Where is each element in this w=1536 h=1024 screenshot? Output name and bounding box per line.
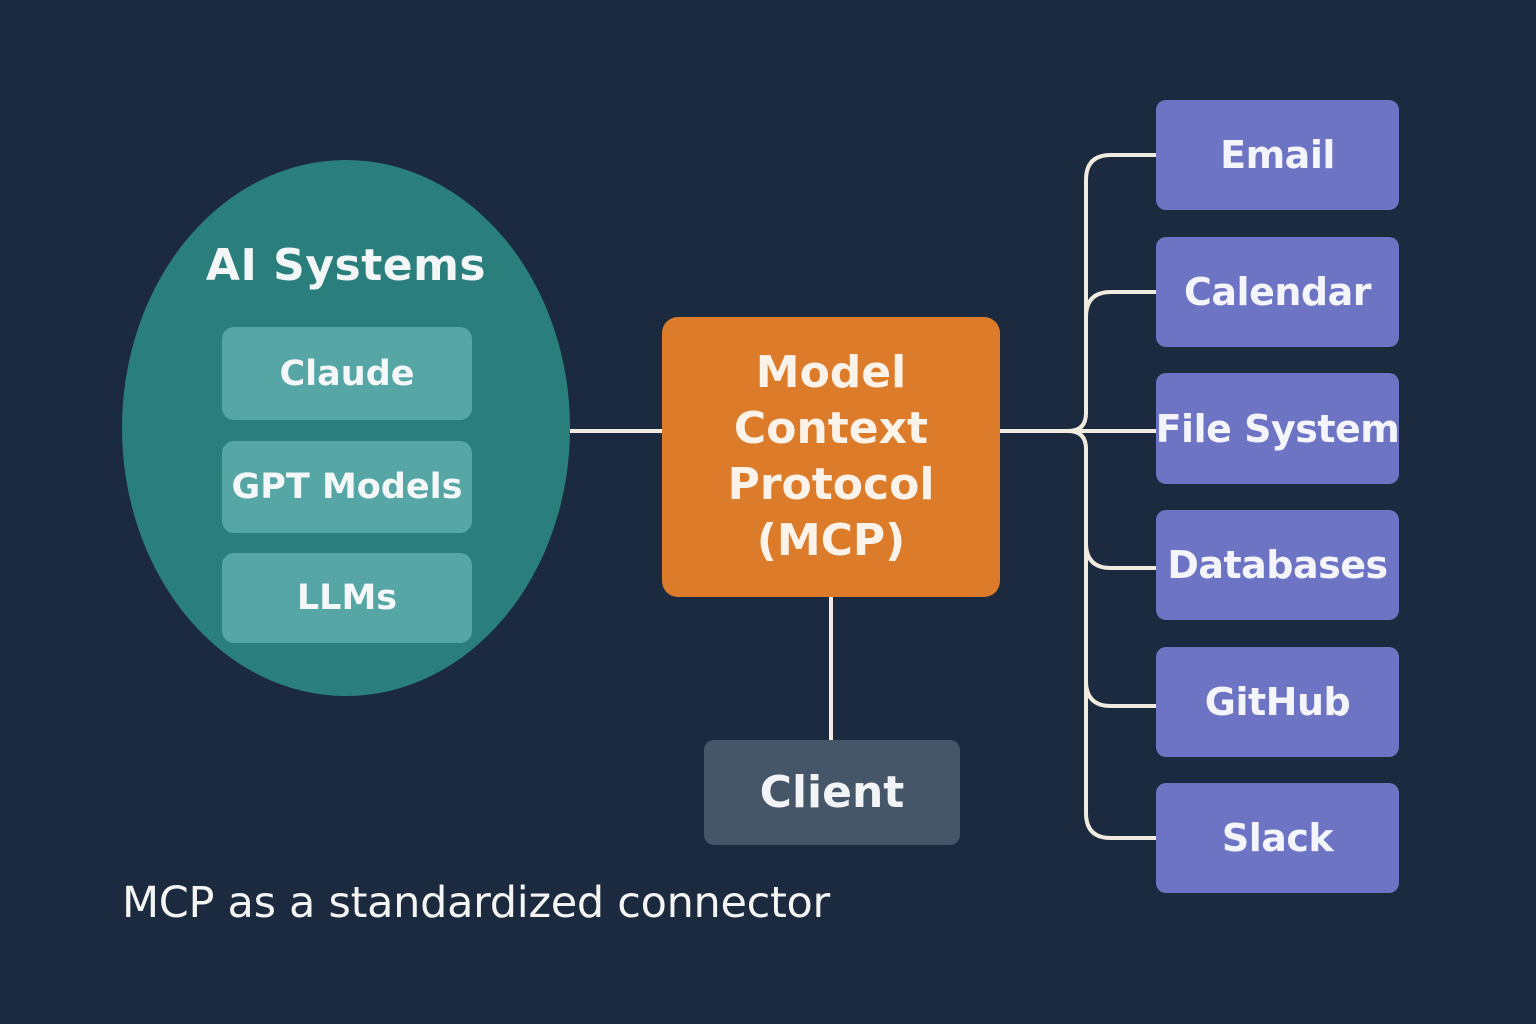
ai-item-gpt-models: GPT Models	[222, 441, 472, 533]
connector-to-github	[1084, 680, 1156, 708]
service-file-system: File System	[1156, 373, 1400, 484]
connector-hub-upper	[1067, 153, 1156, 433]
service-email: Email	[1156, 100, 1399, 210]
service-calendar: Calendar	[1156, 237, 1399, 347]
connector-hub-lower	[1067, 429, 1156, 840]
client-box: Client	[704, 740, 960, 845]
diagram-caption: MCP as a standardized connector	[122, 878, 830, 928]
ai-item-claude: Claude	[222, 327, 472, 420]
connector-to-databases	[1084, 542, 1156, 570]
mcp-label: Model Context Protocol (MCP)	[727, 347, 935, 566]
mcp-box: Model Context Protocol (MCP)	[662, 317, 1000, 597]
service-github: GitHub	[1156, 647, 1399, 757]
ai-systems-title: AI Systems	[205, 240, 487, 291]
ai-item-llms: LLMs	[222, 553, 472, 643]
service-slack: Slack	[1156, 783, 1399, 893]
service-databases: Databases	[1156, 510, 1399, 620]
connector-to-calendar	[1084, 290, 1156, 318]
